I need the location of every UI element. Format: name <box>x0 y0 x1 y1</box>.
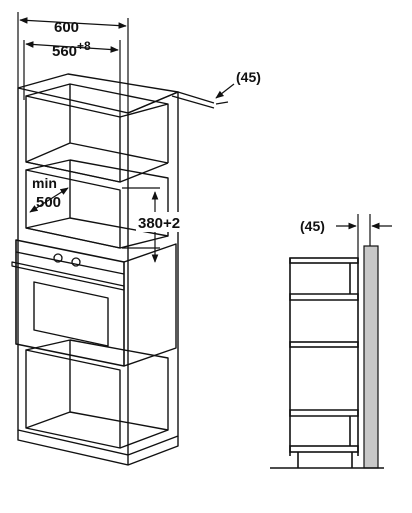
oven-window <box>33 281 109 347</box>
dim-height-label-bg <box>136 212 194 232</box>
side-section-view: (45) <box>270 214 392 469</box>
oven-knob-right <box>71 257 81 267</box>
upper-compartment-back <box>25 83 169 164</box>
lower-compartment-back <box>25 339 169 431</box>
dim-min-label: min <box>32 175 57 191</box>
dim-600-label: 600 <box>54 19 79 36</box>
lower-floor <box>119 429 169 449</box>
oven-knob-left <box>53 253 63 263</box>
cabinet-side <box>127 91 179 456</box>
dim-560-line <box>25 41 119 53</box>
tall-cabinet <box>11 73 179 466</box>
dim-height-label: 380+2 <box>138 215 180 232</box>
section-shelf-1 <box>289 293 359 301</box>
side-rear-gap-label: (45) <box>300 218 325 234</box>
section-bottom-panel <box>289 445 359 453</box>
upper-compartment-opening <box>25 95 121 183</box>
dimension-lines-main <box>17 12 235 263</box>
dim-min-depth-label: 500 <box>36 194 61 211</box>
dim-rear-gap-arrow <box>215 83 235 99</box>
oven-handle <box>11 261 125 291</box>
cabinet-plinth <box>17 430 179 466</box>
upper-shelf <box>25 161 169 183</box>
section-top-panel <box>289 257 359 264</box>
oven-control-strip <box>15 251 125 275</box>
dim-min-depth-line <box>29 187 69 213</box>
dim-560-label: 560+8 <box>52 39 91 60</box>
section-shelf-2 <box>289 341 359 348</box>
dim-600-line <box>19 17 127 29</box>
rear-wall <box>363 245 379 469</box>
section-shelf-3 <box>289 409 359 417</box>
dim-rear-gap-label: (45) <box>236 69 261 85</box>
lower-compartment-opening <box>25 349 121 449</box>
oven-side <box>123 243 177 367</box>
